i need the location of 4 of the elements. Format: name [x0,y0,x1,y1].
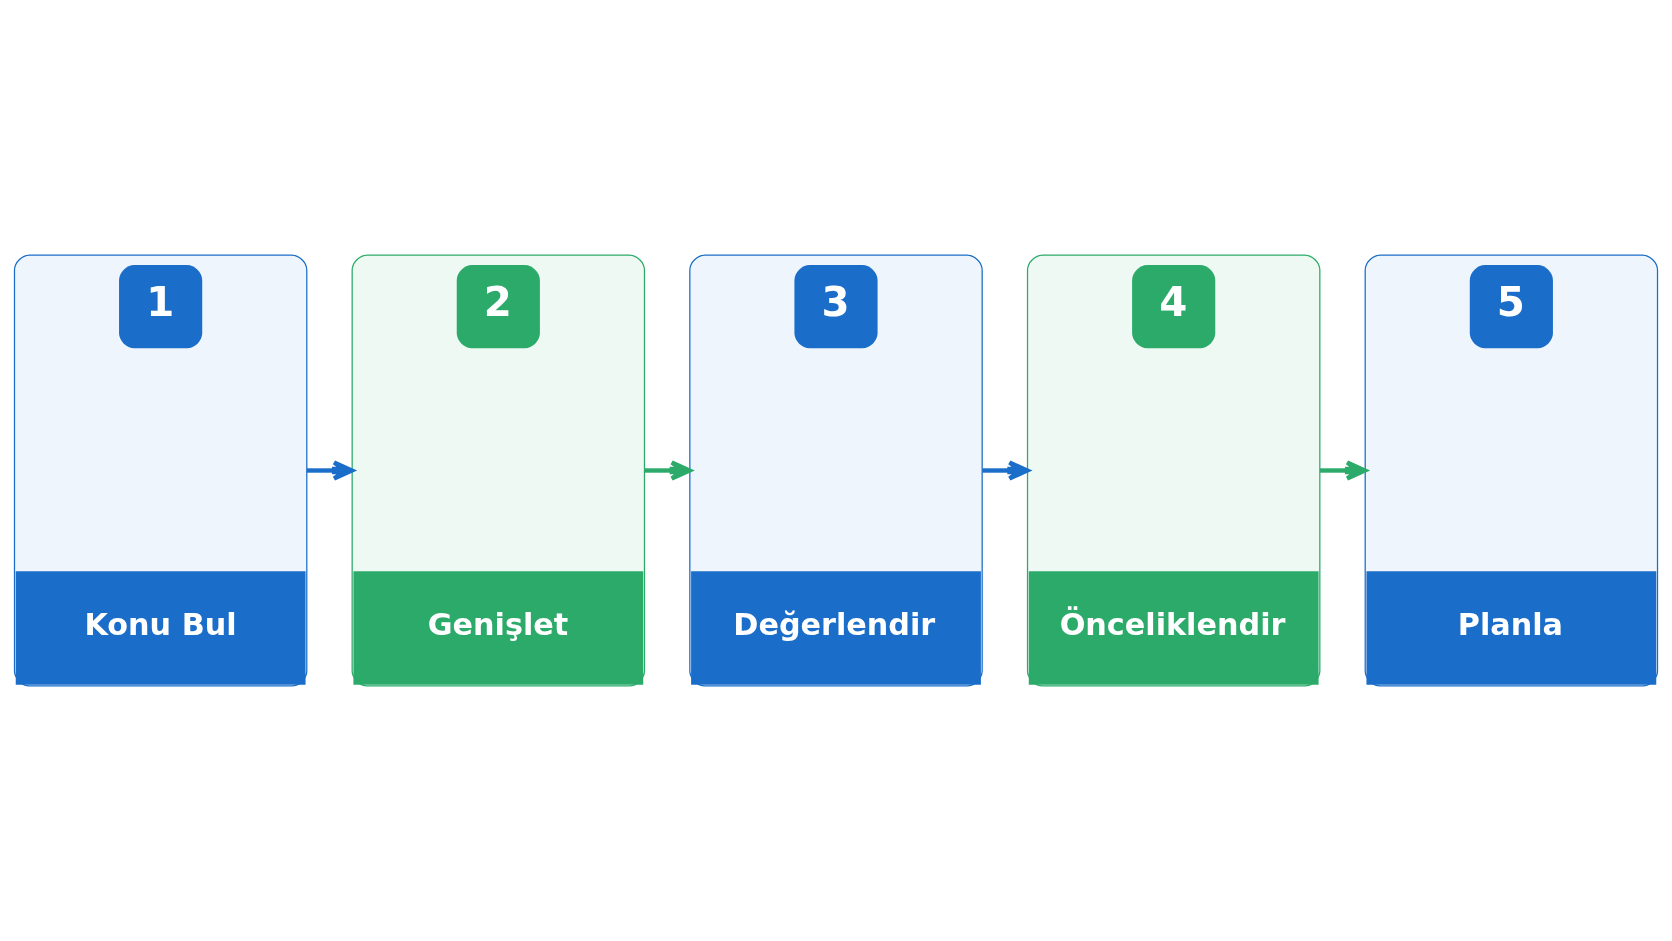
arrow [306,460,354,481]
arrow [1320,460,1368,481]
arrow [644,460,692,481]
arrow [982,460,1030,481]
